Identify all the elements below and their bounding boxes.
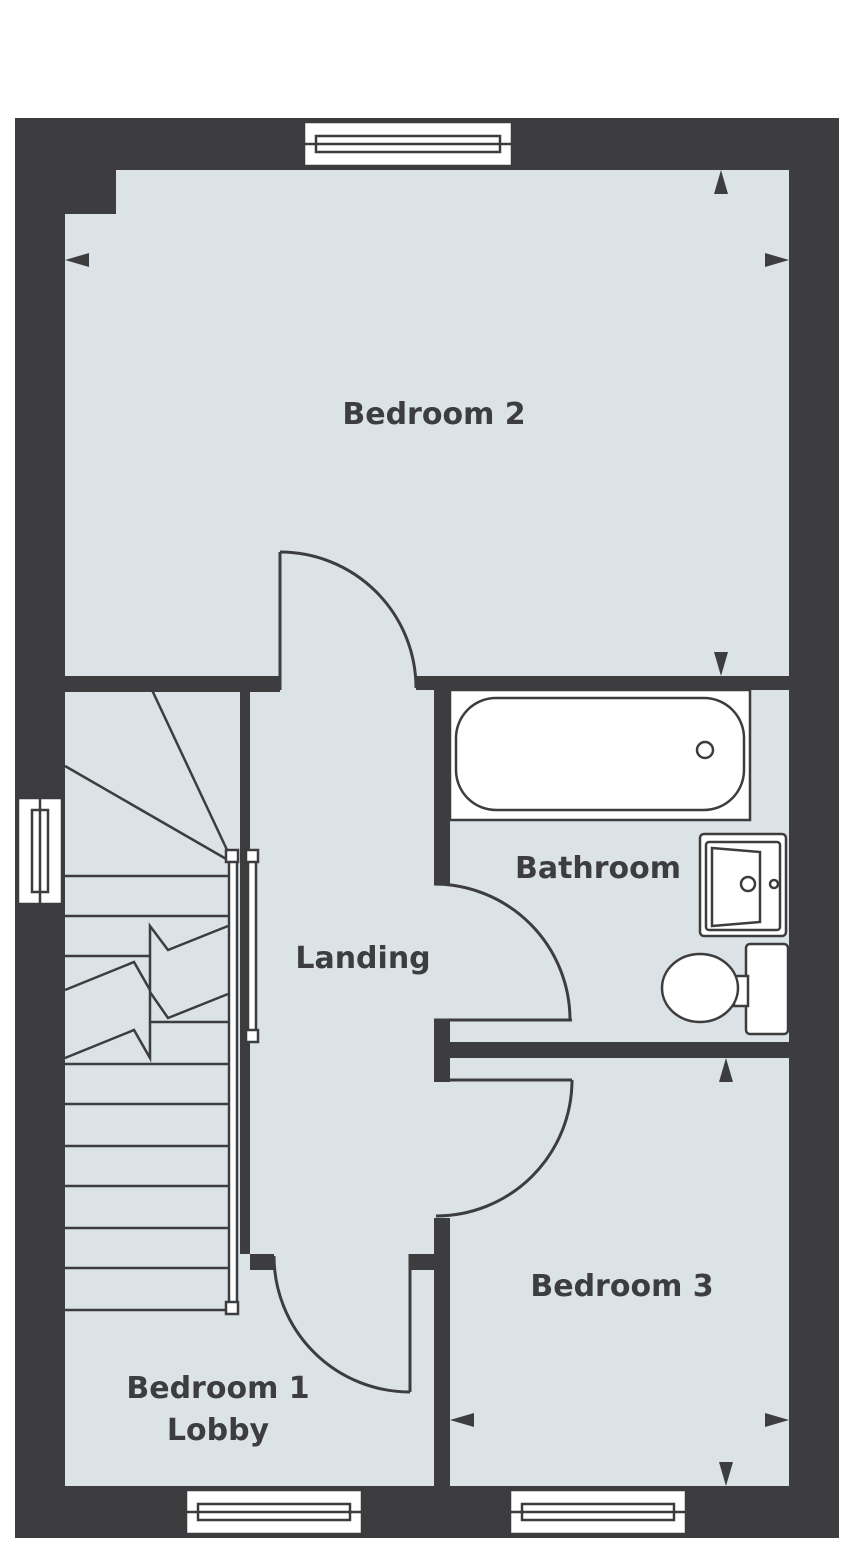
arrow-left-icon <box>450 1413 474 1427</box>
bedroom-3-floor <box>450 1058 789 1486</box>
room-label-bedroom-3: Bedroom 3 <box>530 1269 713 1304</box>
stair-break-line <box>64 922 229 995</box>
arrow-up-icon <box>714 170 728 194</box>
staircase <box>64 689 260 1316</box>
arrow-left-icon <box>65 253 89 267</box>
arrow-right-icon <box>765 253 789 267</box>
landing-floor <box>65 676 450 1486</box>
arrow-down-icon <box>714 652 728 676</box>
bedroom-2-floor <box>65 170 789 690</box>
toilet-bowl <box>660 952 740 1024</box>
room-label-bathroom: Bathroom <box>515 851 681 886</box>
room-label-lobby: Lobby <box>167 1413 270 1448</box>
room-label-landing: Landing <box>295 941 430 976</box>
room-label-bedroom-2: Bedroom 2 <box>342 397 525 432</box>
arrow-down-icon <box>719 1462 733 1486</box>
arrow-right-icon <box>765 1413 789 1427</box>
floor-areas <box>65 170 789 1486</box>
arrow-up-icon <box>719 1058 733 1082</box>
doors <box>272 550 574 1394</box>
bathroom-fixtures <box>448 688 790 1036</box>
dimension-arrows <box>65 170 789 1486</box>
toilet-cistern <box>744 942 790 1036</box>
room-label-bedroom-1: Bedroom 1 <box>126 1371 309 1406</box>
interior-walls <box>65 676 793 1486</box>
windows <box>16 120 688 1536</box>
